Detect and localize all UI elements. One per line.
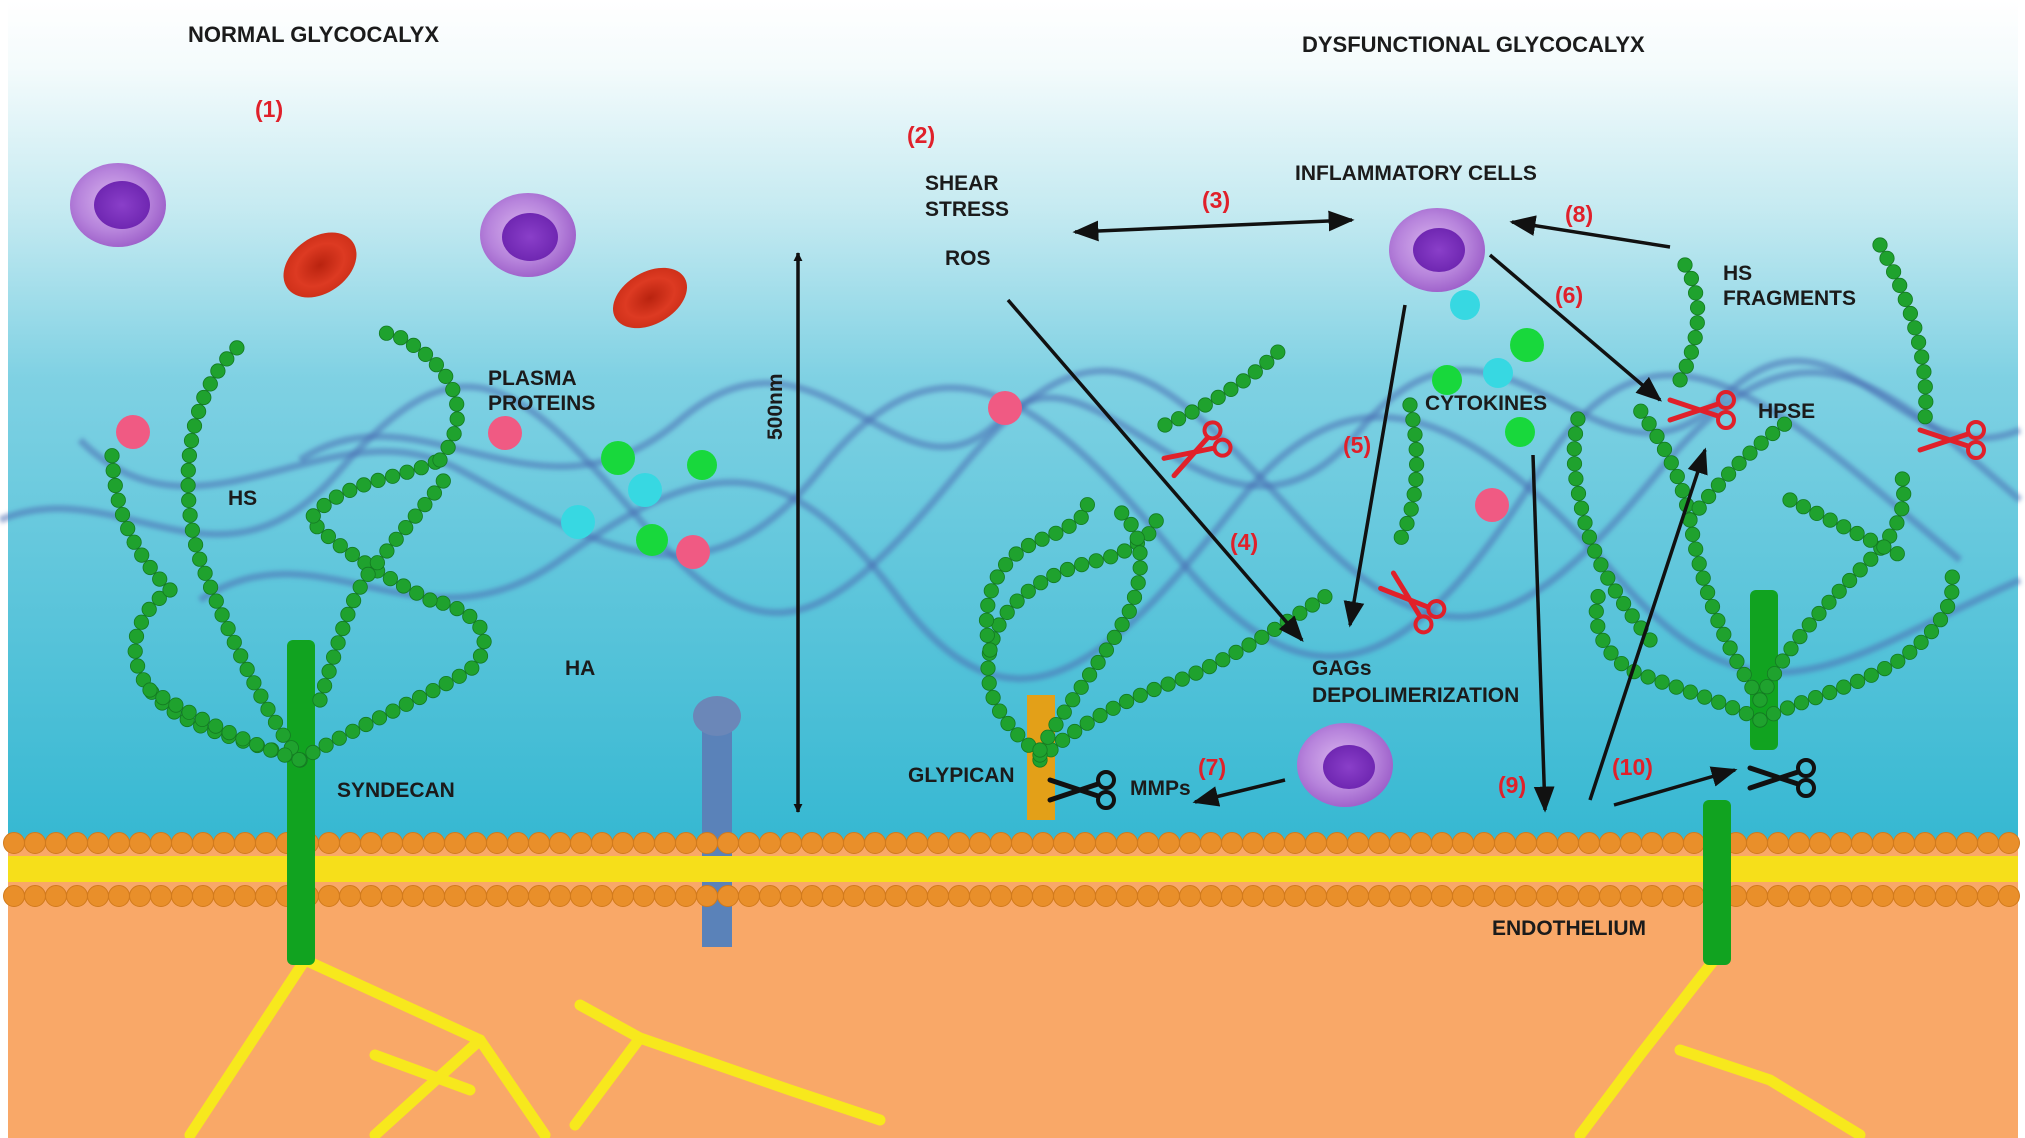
step-2: (2) <box>907 122 935 148</box>
arrow-8 <box>1509 215 1671 249</box>
ha-synthase-head <box>693 696 741 736</box>
membrane-beads-bottom <box>3 885 2020 907</box>
arrows <box>793 210 1738 813</box>
syndecan-core-left <box>287 640 315 965</box>
label-shear-stress-2: STRESS <box>925 198 1009 221</box>
label-gags-2: DEPOLIMERIZATION <box>1312 684 1519 707</box>
leukocyte-3 <box>1389 208 1485 292</box>
red-blood-cell-2 <box>613 267 687 329</box>
label-hpse: HPSE <box>1758 400 1815 423</box>
label-shear-stress-1: SHEAR <box>925 172 999 195</box>
label-ros: ROS <box>945 247 991 270</box>
cytoskeleton <box>184 949 1866 1138</box>
label-thickness: 500nm <box>764 373 787 440</box>
step-10: (10) <box>1612 754 1653 780</box>
step-3: (3) <box>1202 187 1230 213</box>
title-normal-glycocalyx: NORMAL GLYCOCALYX <box>188 22 439 47</box>
scissors-icon-red-2 <box>1378 570 1447 635</box>
label-plasma-proteins-2: PROTEINS <box>488 392 595 415</box>
arrow-9 <box>1531 454 1555 813</box>
label-mmps: MMPs <box>1130 777 1191 800</box>
arrow-7 <box>1192 778 1286 807</box>
red-blood-cell-1 <box>283 232 357 298</box>
arrow-5 <box>1343 304 1407 628</box>
label-syndecan: SYNDECAN <box>337 779 455 802</box>
syndecan-core-right-lower <box>1703 800 1731 965</box>
step-7: (7) <box>1198 754 1226 780</box>
label-gags-1: GAGs <box>1312 657 1372 680</box>
label-hs-fragments-1: HS <box>1723 262 1752 285</box>
ha-strands <box>0 357 2023 683</box>
leukocyte-4 <box>1297 723 1393 807</box>
arrow-10-right <box>1613 766 1738 807</box>
heparan-sulfate-chains <box>104 237 1960 768</box>
step-8: (8) <box>1565 201 1593 227</box>
arrow-3 <box>1072 210 1355 242</box>
plasma-membrane <box>3 832 2020 907</box>
arrow-10-up <box>1588 447 1708 801</box>
plasma-proteins-dots <box>116 391 1509 569</box>
label-hs-fragments-2: FRAGMENTS <box>1723 287 1856 310</box>
scissors-icon-black-right <box>1747 758 1816 798</box>
step-6: (6) <box>1555 282 1583 308</box>
leukocyte-2 <box>480 193 576 277</box>
label-plasma-proteins-1: PLASMA <box>488 367 577 390</box>
label-glypican: GLYPICAN <box>908 764 1015 787</box>
title-dysfunctional-glycocalyx: DYSFUNCTIONAL GLYCOCALYX <box>1302 32 1645 57</box>
scissors-icon-red-hpse <box>1667 390 1736 430</box>
label-inflammatory-cells: INFLAMMATORY CELLS <box>1295 162 1537 185</box>
label-cytokines: CYTOKINES <box>1425 392 1547 415</box>
leukocyte-1 <box>70 163 166 247</box>
membrane-band <box>8 856 2018 882</box>
scissors-icon-black-mmps <box>1047 770 1116 810</box>
arrow-6 <box>1488 253 1662 402</box>
label-ha: HA <box>565 657 595 680</box>
scissors-group <box>1047 390 1986 810</box>
label-hs: HS <box>228 487 257 510</box>
step-4: (4) <box>1230 529 1258 555</box>
label-endothelium: ENDOTHELIUM <box>1492 917 1646 940</box>
step-5: (5) <box>1343 432 1371 458</box>
membrane-beads-top <box>3 832 2020 854</box>
cytokine-dots <box>1432 290 1544 447</box>
step-9: (9) <box>1498 772 1526 798</box>
arrow-4 <box>1006 298 1304 642</box>
scissors-icon-red-1 <box>1161 420 1233 479</box>
step-1: (1) <box>255 96 283 122</box>
scissors-icon-red-3 <box>1917 420 1986 460</box>
